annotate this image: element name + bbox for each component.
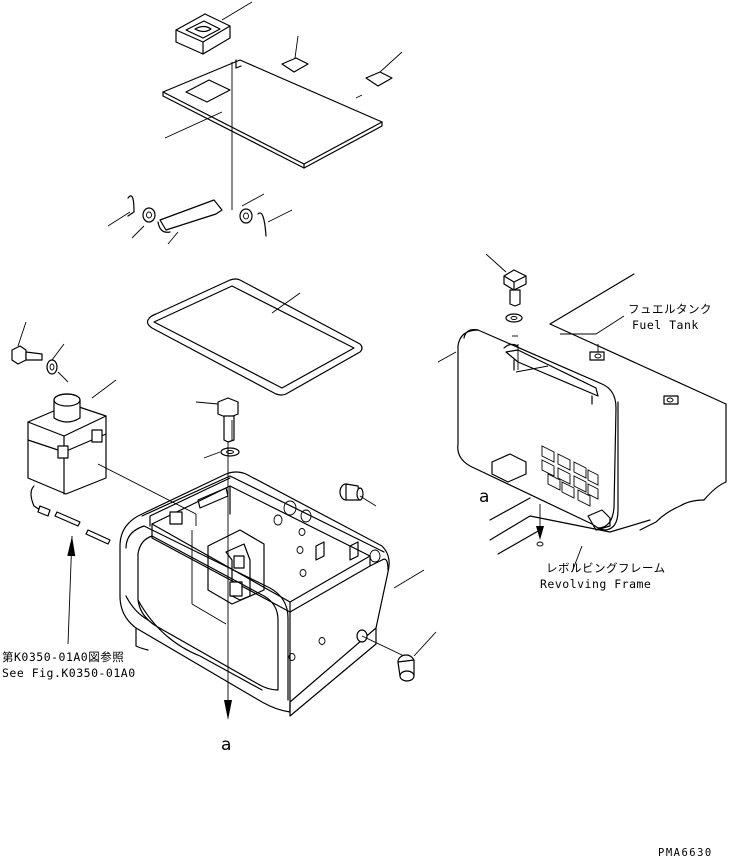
washer-part-right <box>505 313 523 323</box>
reservoir-tank-part <box>27 379 117 545</box>
bolt-part-left <box>11 321 43 365</box>
label-fuel-tank-jp: フュエルタンク <box>628 302 712 316</box>
reference-a-right: a <box>479 487 490 507</box>
label-fuel-tank-en: Fuel Tank <box>632 318 699 332</box>
bolt-part-right <box>485 253 527 307</box>
label-see-fig-jp: 第K0350-01A0図参照 <box>2 650 125 664</box>
drawing-code: PMA6630 <box>658 847 713 859</box>
washer-part-left <box>46 343 69 383</box>
label-revolving-frame-jp: レボルビングフレーム <box>546 561 666 575</box>
cover-plate-part <box>437 329 619 531</box>
leader-fuel-tank-2 <box>595 315 625 335</box>
hinge-link-part <box>107 193 293 245</box>
leader-line-a-right <box>512 335 544 540</box>
revolving-frame-part <box>489 497 651 573</box>
gasket-part <box>146 278 363 396</box>
reference-a-left: a <box>221 735 232 755</box>
battery-box-part <box>119 471 425 717</box>
clip-part-upper <box>281 35 309 73</box>
washer-part-center <box>203 447 240 459</box>
fuel-tank-part <box>549 273 727 531</box>
lid-plate <box>162 59 383 210</box>
bolt-part-center <box>195 397 239 443</box>
label-revolving-frame-en: Revolving Frame <box>540 577 652 591</box>
filler-cap-part <box>175 1 253 55</box>
clip-part-right <box>355 51 403 99</box>
leader-line-see-fig <box>67 535 76 645</box>
label-see-fig-en: See Fig.K0350-01A0 <box>2 666 136 680</box>
grommet-part-bottom <box>397 631 437 682</box>
grommet-part-top <box>339 483 377 507</box>
leader-line-a-left <box>191 442 232 720</box>
